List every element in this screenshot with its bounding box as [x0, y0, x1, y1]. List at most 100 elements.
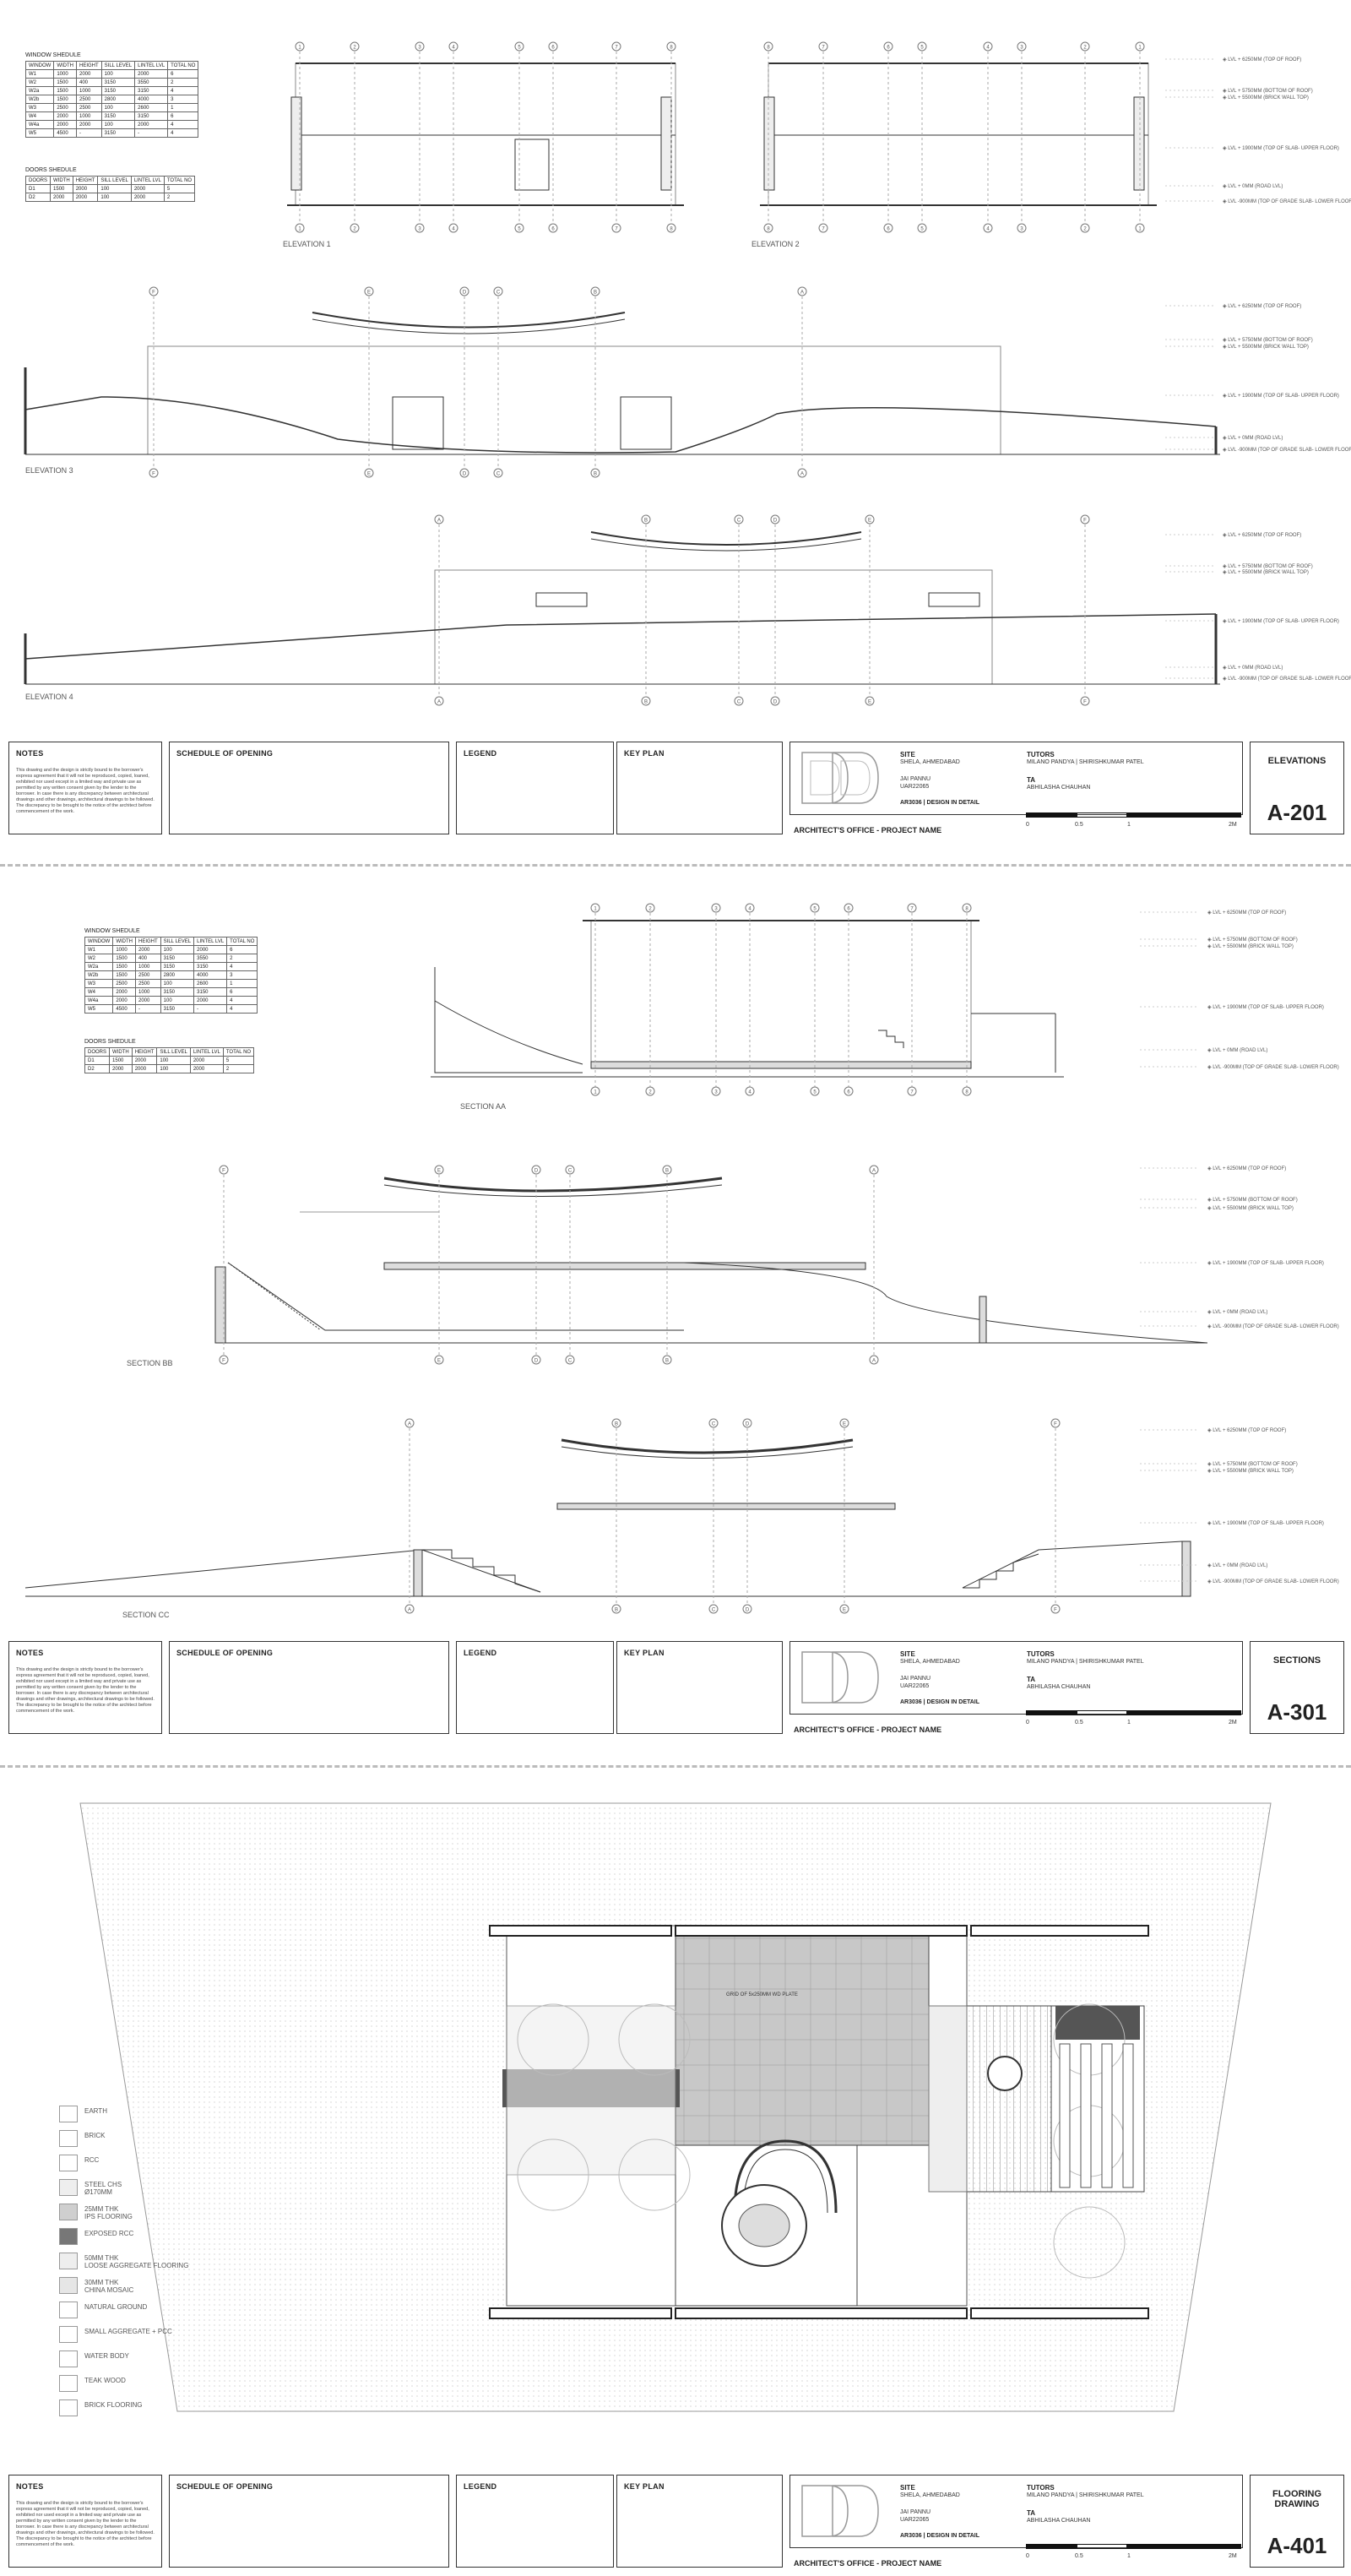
table-cell: W5: [24, 128, 55, 138]
grid-bubble: [763, 223, 773, 233]
grid-label: C: [496, 291, 501, 296]
ta-heading: TA: [1027, 2509, 1036, 2517]
grid-label: A: [800, 472, 804, 477]
window-schedule-title: WINDOW SHEDULE: [25, 52, 81, 58]
grid-label: B: [665, 1169, 669, 1174]
grid-label: B: [644, 519, 648, 524]
notes-text: This drawing and the design is strictly …: [16, 2501, 155, 2547]
legend-label: EARTH: [84, 2107, 107, 2115]
grid-label: 5: [813, 1090, 817, 1095]
grid-bubble: [149, 286, 159, 296]
level-label: ◈ LVL + 5750MM (BOTTOM OF ROOF): [1223, 338, 1313, 343]
legend-swatch: [59, 2326, 78, 2343]
sheet-id-box: FLOORING DRAWING A-401: [1250, 2475, 1344, 2568]
legend-label: EXPOSED RCC: [84, 2230, 134, 2237]
sheet-number: A-201: [1267, 800, 1327, 825]
grid-bubble: [745, 903, 755, 913]
grid-label: 5: [920, 46, 924, 51]
level-label: ◈ LVL + 0MM (ROAD LVL): [1223, 184, 1283, 189]
grid-label: F: [1083, 519, 1087, 524]
grid-bubble: [565, 1355, 575, 1365]
schedule-box: SCHEDULE OF OPENING: [169, 742, 449, 834]
grid-bubble: [493, 468, 503, 478]
keyplan-box: KEY PLAN: [616, 1641, 783, 1734]
dd-logo: [801, 1651, 879, 1704]
legend-label: BRICK FLOORING: [84, 2401, 143, 2409]
elevation-2: [760, 62, 1157, 206]
grid-bubble: [742, 1604, 752, 1614]
level-label: ◈ LVL + 0MM (ROAD LVL): [1207, 1310, 1267, 1315]
sheet-number: A-301: [1267, 1699, 1327, 1725]
level-label: ◈ LVL + 5500MM (BRICK WALL TOP): [1223, 95, 1309, 101]
legend-label: WATER BODY: [84, 2352, 129, 2360]
grid-label: 3: [714, 907, 718, 912]
keyplan-box: KEY PLAN: [616, 742, 783, 834]
scale-bar: [1026, 2544, 1241, 2551]
level-label: ◈ LVL + 6250MM (TOP OF ROOF): [1223, 57, 1301, 62]
grid-label: E: [843, 1608, 846, 1613]
tutors-heading: TUTORS: [1027, 2484, 1055, 2492]
level-label: ◈ LVL + 5750MM (BOTTOM OF ROOF): [1207, 1462, 1298, 1467]
grid-bubble: [662, 1355, 672, 1365]
grid-bubble: [590, 468, 600, 478]
grid-label: B: [615, 1608, 618, 1613]
grid-label: D: [773, 700, 778, 705]
grid-bubble: [493, 286, 503, 296]
student-id: UAR22065: [900, 784, 930, 790]
grid-bubble: [611, 223, 621, 233]
grid-label: A: [800, 291, 804, 296]
sheet-id-box: ELEVATIONS A-201: [1250, 742, 1344, 834]
site-value: SHELA, AHMEDABAD: [900, 759, 960, 765]
project-box: SITE SHELA, AHMEDABAD JAI PANNU UAR22065…: [789, 1641, 1243, 1715]
grid-bubble: [1135, 41, 1145, 52]
grid-label: 2: [1083, 227, 1087, 232]
grid-bubble: [907, 1086, 917, 1096]
door-schedule-title: DOORS SHEDULE: [25, 167, 77, 173]
notes-heading: NOTES: [16, 2482, 44, 2491]
grid-bubble: [839, 1418, 849, 1428]
section-cc: [24, 1438, 1191, 1597]
grid-bubble: [548, 223, 558, 233]
grid-label: 4: [452, 46, 455, 51]
dd-logo: [801, 752, 879, 804]
keyplan-heading: KEY PLAN: [624, 2482, 665, 2491]
sections-drawing: ◈ LVL + 6250MM (TOP OF ROOF)◈ LVL + 5750…: [24, 903, 1339, 1619]
ta-heading: TA: [1027, 776, 1036, 784]
grid-label: 1: [594, 907, 597, 912]
door-schedule-title: DOORS SHEDULE: [84, 1039, 136, 1045]
grid-label: 8: [670, 46, 673, 51]
grid-label: 6: [551, 46, 555, 51]
grid-bubble: [742, 1418, 752, 1428]
level-label: ◈ LVL + 5750MM (BOTTOM OF ROOF): [1223, 89, 1313, 94]
ta-heading: TA: [1027, 1676, 1036, 1683]
grid-bubble: [770, 696, 780, 706]
schedule-box: SCHEDULE OF OPENING: [169, 1641, 449, 1734]
grid-label: A: [408, 1422, 411, 1427]
grid-bubble: [708, 1418, 719, 1428]
grid-bubble: [1080, 223, 1090, 233]
level-label: ◈ LVL -900MM (TOP OF GRADE SLAB- LOWER F…: [1223, 448, 1351, 453]
grid-bubble: [219, 1355, 229, 1365]
grid-label: C: [712, 1608, 716, 1613]
project-box: SITE SHELA, AHMEDABAD JAI PANNU UAR22065…: [789, 742, 1243, 815]
grid-label: 8: [767, 227, 770, 232]
grid-bubble: [415, 41, 425, 52]
scale-bar: [1026, 812, 1241, 819]
level-label: ◈ LVL + 5500MM (BRICK WALL TOP): [1223, 570, 1309, 575]
sheet-title: FLOORING DRAWING: [1272, 2489, 1322, 2509]
grid-label: D: [534, 1169, 539, 1174]
level-label: ◈ LVL + 1900MM (TOP OF SLAB- UPPER FLOOR…: [1223, 619, 1339, 624]
sheet-title: SECTIONS: [1272, 1655, 1321, 1666]
scale-2m: 2M: [1229, 822, 1237, 828]
grid-label: C: [712, 1422, 716, 1427]
grid-bubble: [708, 1604, 719, 1614]
elevation-4: [24, 531, 1220, 685]
grid-label: 8: [965, 907, 968, 912]
